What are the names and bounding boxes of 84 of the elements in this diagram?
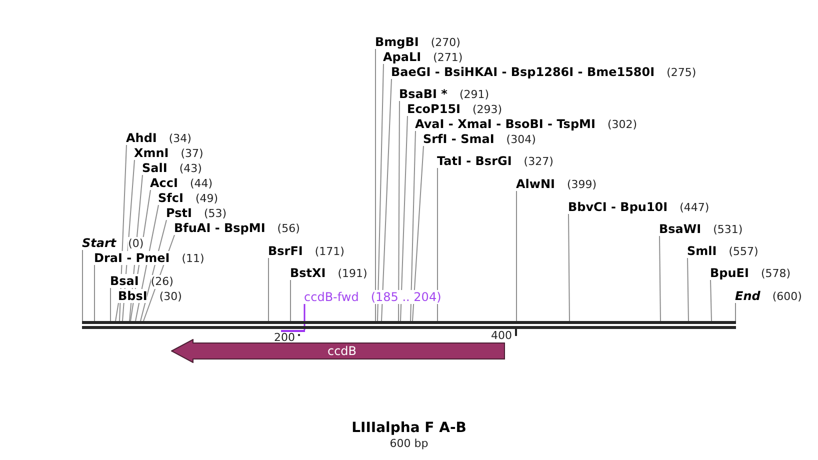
enzyme-name: AccI [150,176,178,190]
enzyme-name: BbvCI - Bpu10I [568,200,668,214]
sequence-coordinate: (600) [772,290,802,304]
leader-line [377,64,384,322]
ruler-label: 400 [491,330,512,342]
cut-site-position: (271) [433,51,463,65]
leader-line [381,78,392,322]
cut-site-position: (304) [506,133,536,147]
cut-site-position: (327) [524,155,554,169]
enzyme-name: BsaWI [659,222,702,236]
enzyme-name: BsaBI * [399,87,448,101]
enzyme-name: ApaLI [383,50,422,64]
enzyme-name: SalI [142,161,168,175]
cut-site-position: (26) [150,275,174,289]
enzyme-name: BbsI [118,289,148,303]
leader-line [290,280,291,322]
ruler-label: 200 [274,332,295,343]
enzyme-name: EcoP15I [407,102,461,116]
cut-site-position: (399) [567,178,597,192]
leader-line [82,250,83,322]
cut-site-position: (302) [607,118,638,132]
sequence-length: 600 bp [390,437,428,450]
cut-site-position: (30) [159,290,182,304]
enzyme-name: BmgBI [375,35,419,49]
enzyme-name: AhdI [126,131,157,145]
cut-site-position: (49) [195,192,218,206]
map-title: LIIIalpha F A-B [352,420,466,437]
cut-site-position: (56) [277,222,300,236]
cut-site-position: (291) [459,88,490,102]
leader-line [398,100,400,322]
enzyme-name: BstXI [290,266,326,280]
sequence-end-label: End [735,289,760,303]
leader-line [568,214,570,322]
leader-line [400,116,408,322]
enzyme-name: AvaI - XmaI - BsoBI - TspMI [415,117,596,131]
cut-site-position: (293) [472,103,502,117]
dna-backbone [82,321,736,329]
leader-line [437,168,438,322]
leader-line [659,236,661,322]
cut-site-position: (171) [314,245,344,259]
enzyme-name: BpuEI [710,266,749,280]
primer-name: ccdB-fwd [304,290,359,304]
leader-line [410,130,416,322]
cut-site-position: (531) [713,223,743,237]
enzyme-name: TatI - BsrGI [437,154,512,168]
leader-line [375,48,376,322]
enzyme-name: XmnI [134,146,169,160]
primer-leader-line [304,304,306,330]
cut-site-position: (447) [680,201,710,215]
cut-site-position: (53) [204,207,227,221]
cut-site-position: (37) [180,147,204,161]
sequence-coordinate: (0) [128,237,144,251]
cut-site-position: (44) [190,177,213,191]
leader-line [735,302,736,322]
leader-line [268,258,269,322]
enzyme-name: SfcI [158,191,184,205]
leader-line [516,190,517,322]
enzyme-name: BsrFI [268,244,303,258]
enzyme-name: PstI [166,206,192,220]
enzyme-name: DraI - PmeI [94,251,170,265]
enzyme-name: SrfI - SmaI [423,132,494,146]
enzyme-name: BaeGI - BsiHKAI - Bsp1286I - Bme1580I [391,65,655,79]
sequence-end-label: Start [82,236,116,250]
feature-label: ccdB [327,344,357,358]
leader-line [94,264,95,322]
cut-site-position: (275) [666,66,696,80]
primer-range: (185 .. 204) [370,290,442,304]
cut-site-position: (43) [179,162,202,176]
cut-site-position: (34) [168,132,192,146]
enzyme-name: BfuAI - BspMI [174,221,266,235]
enzyme-name: BsaI [110,274,139,288]
leader-line [115,302,119,322]
leader-line [412,146,424,322]
cut-site-position: (11) [182,252,204,266]
leader-line [110,288,111,322]
cut-site-position: (270) [430,36,460,50]
cut-site-position: (191) [338,267,368,281]
primer-binding-mark [281,330,305,332]
enzyme-name: AlwNI [516,177,555,191]
cut-site-position: (557) [728,245,758,259]
leader-line [710,280,712,322]
enzyme-name: SmlI [687,244,717,258]
leader-line [687,258,689,322]
cut-site-position: (578) [760,267,791,281]
